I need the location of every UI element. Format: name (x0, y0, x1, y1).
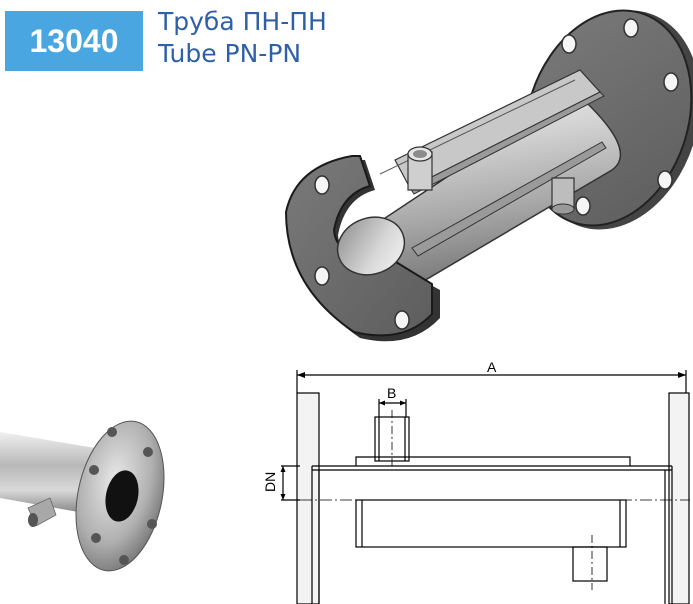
pipe-nozzle-top (407, 146, 433, 191)
pipe-body (338, 69, 622, 283)
dimension-dn-label: DN (262, 472, 278, 492)
technical-drawing: A B DN (262, 359, 690, 604)
tube-photo (0, 420, 165, 572)
product-code-badge: 13040 (5, 11, 143, 71)
dimension-b-label: B (387, 385, 396, 401)
photo-pipe (0, 432, 95, 527)
left-flange-cut (284, 155, 440, 342)
product-title-ru: Труба ПН-ПН (158, 7, 327, 36)
product-title-en: Tube PN-PN (158, 39, 302, 68)
tube-3d-render (284, 9, 693, 342)
pipe-nozzle-bottom (551, 177, 575, 215)
product-title: Труба ПН-ПН Tube PN-PN (158, 6, 327, 70)
dimension-a-label: A (487, 359, 497, 375)
photo-flange (75, 420, 165, 572)
